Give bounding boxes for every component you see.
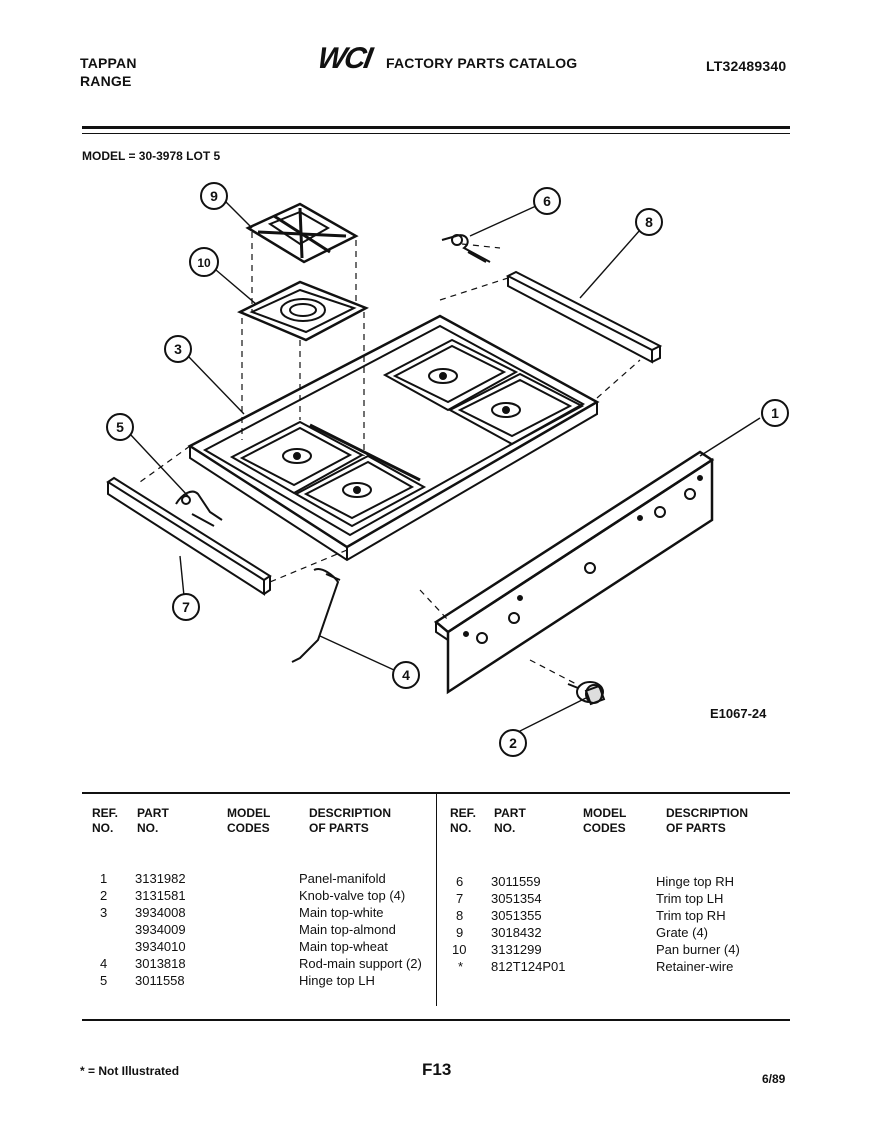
pan-burner-drawing <box>237 280 369 342</box>
table-bottom-rule <box>82 1019 790 1021</box>
header-rule-thick <box>82 126 790 129</box>
trim-top-lh-drawing <box>106 476 272 596</box>
catalog-date: 6/89 <box>762 1072 786 1086</box>
callout-7-circle <box>172 593 200 621</box>
callout-2-circle <box>499 729 527 757</box>
callout-8-label: 8 <box>645 214 653 230</box>
grate-drawing <box>245 202 359 264</box>
callout-1-label: 1 <box>771 405 779 421</box>
header-ref-no-left: REF.NO. <box>92 806 119 835</box>
callout-5-label: 5 <box>116 419 124 435</box>
callout-4-circle <box>392 661 420 689</box>
callout-6-circle <box>533 187 561 215</box>
trim-top-rh-drawing <box>505 270 663 364</box>
callout-10-label: 10 <box>197 256 211 270</box>
brand-block: TAPPAN RANGE <box>80 54 137 90</box>
callout-3-circle <box>164 335 192 363</box>
brand-line-1: TAPPAN <box>80 55 137 71</box>
table-column-divider <box>436 794 437 1006</box>
exploded-parts-diagram: 1 2 3 4 5 6 7 8 9 10 E1067-24 <box>106 182 789 757</box>
callout-1-circle <box>761 399 789 427</box>
header-ref-no-right: REF.NO. <box>450 806 477 835</box>
callout-9-circle <box>200 182 228 210</box>
panel-manifold-drawing <box>433 450 715 695</box>
main-top-drawing <box>187 314 600 562</box>
callout-3-label: 3 <box>174 341 182 357</box>
callout-8-circle <box>635 208 663 236</box>
model-line: MODEL = 30-3978 LOT 5 <box>82 149 221 163</box>
callout-4-label: 4 <box>402 667 410 683</box>
catalog-title: FACTORY PARTS CATALOG <box>386 55 578 71</box>
callout-2-label: 2 <box>509 735 517 751</box>
hinge-top-lh-drawing <box>175 490 223 527</box>
callout-6-label: 6 <box>543 193 551 209</box>
not-illustrated-note: * = Not Illustrated <box>80 1064 180 1078</box>
table-top-rule <box>82 792 790 794</box>
page-number: F13 <box>422 1060 452 1079</box>
callout-7-label: 7 <box>182 599 190 615</box>
hinge-top-rh-drawing <box>441 234 491 263</box>
header-rule-thin <box>82 133 790 134</box>
brand-line-2: RANGE <box>80 73 132 89</box>
catalog-number: LT32489340 <box>706 58 787 74</box>
callout-9-label: 9 <box>210 188 218 204</box>
callout-5-circle <box>106 413 134 441</box>
figure-id: E1067-24 <box>710 706 767 721</box>
knob-valve-top-drawing <box>567 681 606 706</box>
rod-main-support-drawing <box>291 568 341 663</box>
callout-10-circle <box>189 247 219 277</box>
